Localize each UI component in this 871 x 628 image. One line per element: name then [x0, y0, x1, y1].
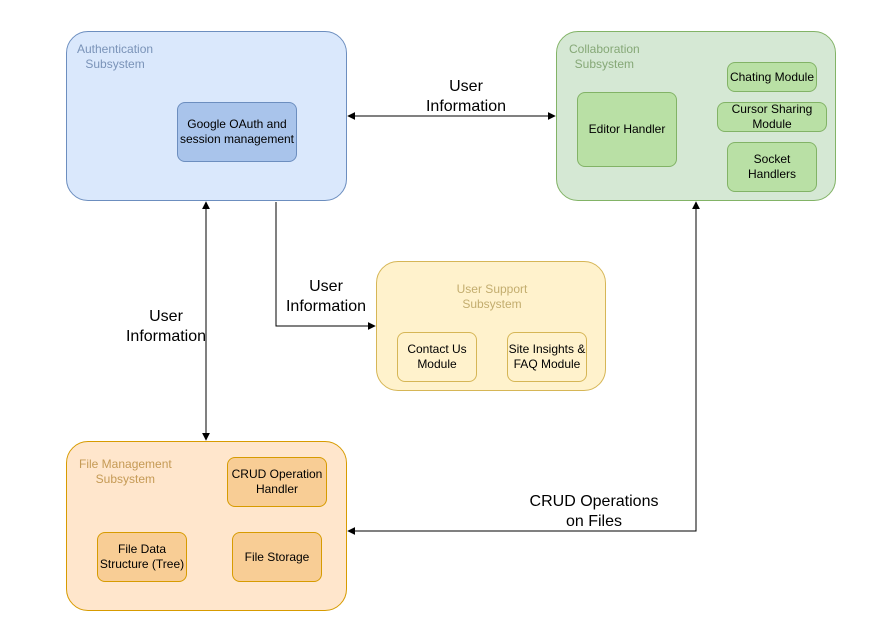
- collaboration-subsystem-title: Collaboration Subsystem: [569, 42, 640, 71]
- edge-label-collab-files: CRUD Operations on Files: [529, 493, 659, 530]
- edge-collab-files: [347, 201, 700, 535]
- edge-label-auth-files: User Information: [125, 308, 207, 345]
- file-storage-module: File Storage: [232, 532, 322, 582]
- google-oauth-module: Google OAuth and session management: [177, 102, 297, 162]
- file-management-subsystem: File Management Subsystem CRUD Operation…: [66, 441, 347, 611]
- file-data-structure-module: File Data Structure (Tree): [97, 532, 187, 582]
- edge-label-auth-support: User Information: [285, 278, 367, 315]
- socket-handlers-module: Socket Handlers: [727, 142, 817, 192]
- authentication-subsystem: Authentication Subsystem Google OAuth an…: [66, 31, 347, 201]
- editor-handler-module: Editor Handler: [577, 92, 677, 167]
- crud-operation-handler-module: CRUD Operation Handler: [227, 457, 327, 507]
- authentication-subsystem-title: Authentication Subsystem: [77, 42, 154, 71]
- cursor-sharing-module: Cursor Sharing Module: [717, 102, 827, 132]
- collaboration-subsystem: Collaboration Subsystem Editor Handler C…: [556, 31, 836, 201]
- file-management-subsystem-title: File Management Subsystem: [79, 457, 172, 486]
- chating-module: Chating Module: [727, 62, 817, 92]
- edge-auth-support: [275, 202, 376, 330]
- edge-label-auth-collab: User Information: [425, 78, 507, 115]
